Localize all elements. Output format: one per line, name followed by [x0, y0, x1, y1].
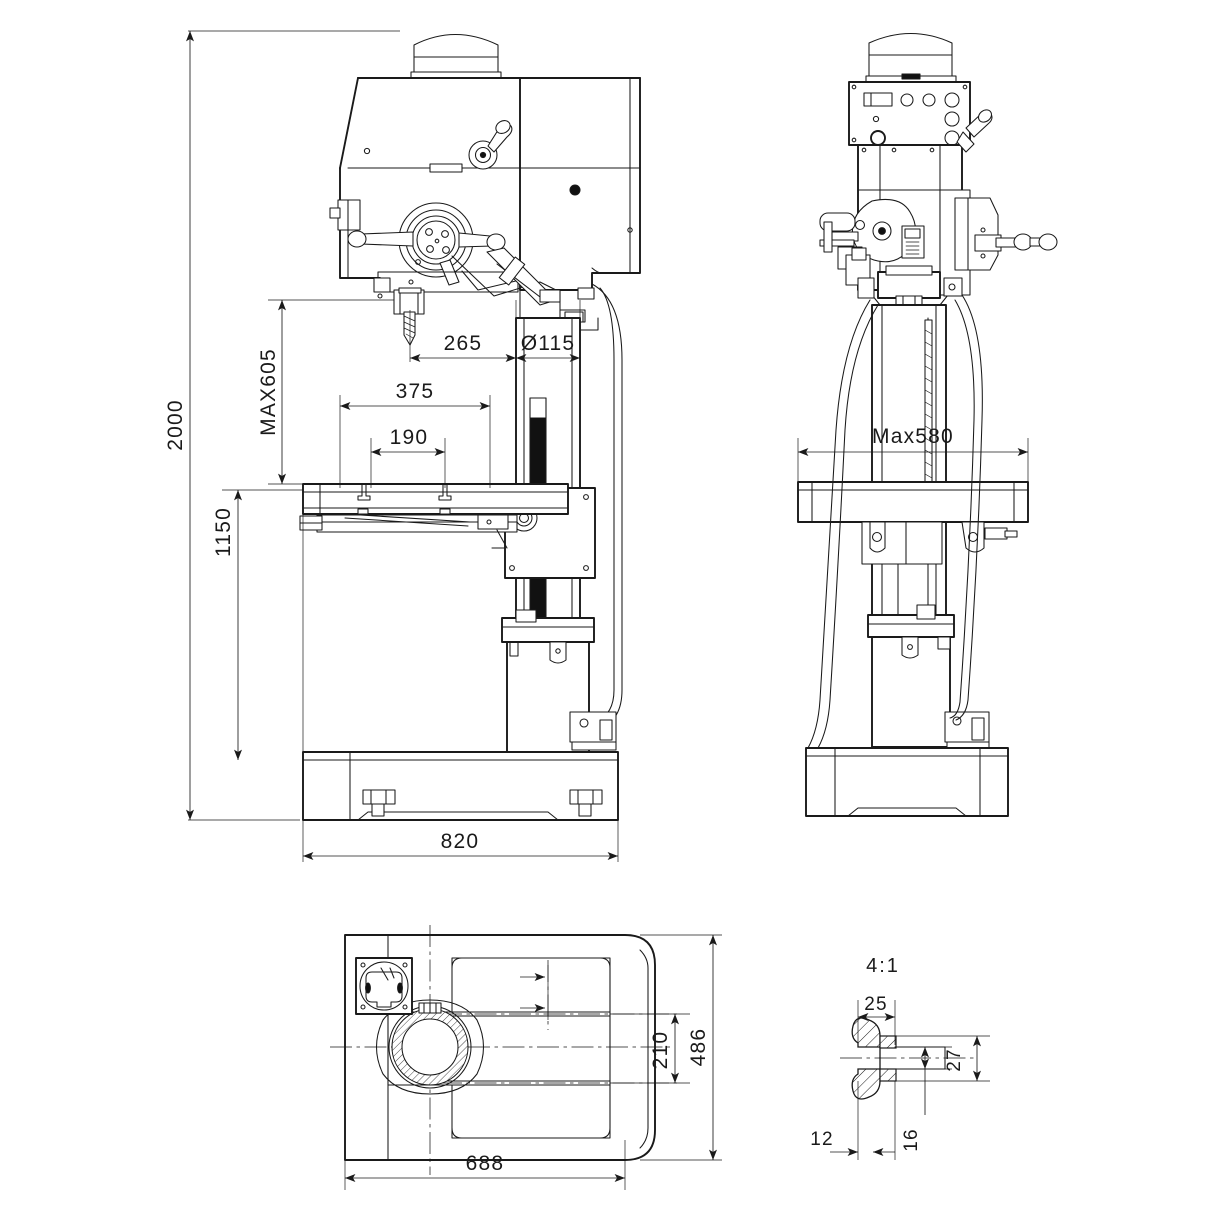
dim-max-spindle-travel-text: MAX605 — [257, 348, 280, 436]
dim-slot-edge-offset: 12 — [810, 1081, 896, 1160]
dim-overall-height-text: 2000 — [164, 399, 187, 451]
panel-button-5[interactable] — [944, 130, 960, 146]
emergency-stop-button[interactable] — [870, 130, 886, 146]
dim-base-width-text: 486 — [687, 1028, 710, 1067]
dim-column-diameter: Ø115 — [515, 300, 581, 372]
dim-slot-total-depth-text: 27 — [944, 1048, 965, 1072]
dim-slot-neck-depth: 16 — [901, 1046, 952, 1152]
column-front — [871, 304, 947, 621]
dim-overall-height: 2000 — [164, 30, 400, 821]
head-feed-lever[interactable] — [468, 118, 513, 170]
dim-table-length: 375 — [339, 380, 491, 488]
panel-button-2[interactable] — [922, 93, 936, 107]
dim-max-table-width: Max580 — [797, 425, 1029, 486]
dim-slot-span: 210 — [610, 1013, 690, 1084]
plan-slot-leaders — [520, 960, 549, 1030]
dim-slot-top-width: 25 — [857, 994, 896, 1045]
dim-max-spindle-travel: MAX605 — [257, 299, 394, 485]
panel-button-4[interactable] — [944, 111, 960, 127]
work-table-side — [299, 483, 569, 549]
dim-slot-top-width-text: 25 — [864, 994, 888, 1015]
quill-handwheel-side[interactable] — [347, 202, 506, 286]
dim-slot-total-depth: 27 — [895, 1035, 990, 1082]
machine-base-front — [805, 747, 1009, 817]
column-section-plan — [375, 999, 485, 1095]
side-elevation-view — [299, 33, 641, 821]
base-riser-front — [867, 604, 955, 748]
dim-column-diameter-text: Ø115 — [521, 332, 576, 355]
front-view-dimensions: Max580 — [797, 425, 1029, 486]
coolant-pump-side — [569, 711, 617, 751]
machine-base-side — [302, 751, 619, 821]
dim-base-depth-text: 688 — [466, 1152, 505, 1175]
coolant-hose-front — [807, 294, 983, 749]
dim-slot-neck-depth-text: 16 — [901, 1128, 922, 1152]
dim-slot-spacing-text: 190 — [390, 426, 429, 449]
dim-throat-depth: 265 — [409, 300, 517, 372]
dro-display-front — [901, 225, 925, 259]
dim-base-depth: 688 — [344, 1140, 626, 1190]
panel-display — [863, 92, 893, 107]
quill-handwheel-front[interactable] — [819, 198, 917, 286]
panel-indicator-lamp — [872, 115, 880, 123]
head-lever-front[interactable] — [956, 107, 994, 153]
side-view-dimensions: 2000 1150 MAX605 265 Ø115 — [164, 30, 619, 862]
dim-slot-spacing: 190 — [370, 426, 446, 488]
detail-scale-label: 4:1 — [866, 955, 900, 977]
guard-bracket-side — [451, 247, 607, 331]
panel-button-3[interactable] — [944, 92, 960, 108]
spindle-nose-side — [373, 271, 519, 346]
dim-table-height-text: 1150 — [212, 507, 235, 557]
dim-throat-depth-text: 265 — [444, 332, 483, 355]
panel-button-1[interactable] — [900, 93, 914, 107]
plan-view-dimensions: 688 486 210 — [344, 934, 722, 1190]
control-panel-front[interactable] — [848, 81, 971, 146]
motor-housing-front — [865, 32, 957, 83]
dim-slot-span-text: 210 — [649, 1031, 672, 1070]
cross-feed-handle-front[interactable] — [974, 227, 1058, 259]
dim-base-width: 486 — [640, 934, 722, 1161]
dim-slot-edge-offset-text: 12 — [810, 1129, 834, 1150]
motor-footprint-plan — [355, 957, 413, 1015]
motor-housing-side — [410, 33, 502, 79]
dim-table-length-text: 375 — [396, 380, 435, 403]
dim-base-length: 820 — [302, 820, 619, 862]
front-elevation-view — [797, 32, 1058, 817]
knee-assembly-front — [861, 521, 1018, 615]
work-table-front — [797, 481, 1029, 523]
dim-max-table-width-text: Max580 — [872, 425, 954, 448]
dim-base-length-text: 820 — [441, 830, 480, 853]
drill-bit-side — [403, 311, 416, 346]
dim-table-height: 1150 — [212, 489, 303, 761]
tslot-detail-view: 4:1 25 27 — [810, 955, 990, 1160]
plan-view — [330, 925, 680, 1175]
